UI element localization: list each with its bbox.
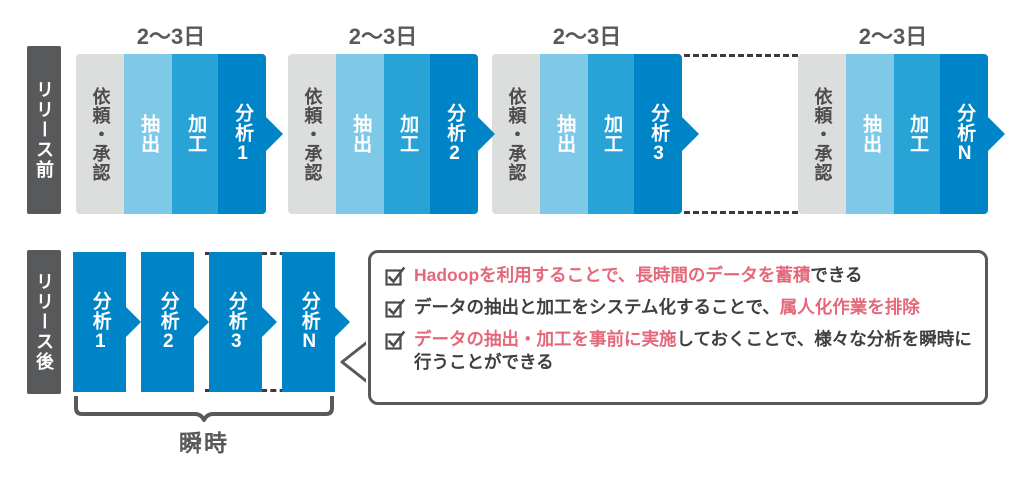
segment-process-n[interactable]: 加工 — [894, 54, 940, 214]
list-item: データの抽出と加工をシステム化することで、属人化作業を排除 — [385, 296, 973, 319]
segment-process-label: 加工 — [601, 114, 623, 154]
chevron-right-icon — [477, 116, 495, 152]
instant-brace — [74, 396, 334, 422]
analysis-block-label: 分析 — [225, 291, 247, 331]
segment-process-1[interactable]: 加工 — [172, 54, 218, 214]
segment-extract-2[interactable]: 抽出 — [336, 54, 384, 214]
stage-group-2: 依頼・承認 抽出 加工 分析 2 — [288, 54, 495, 214]
segment-analyze-3[interactable]: 分析 3 — [634, 54, 699, 214]
analysis-block-index: 3 — [225, 331, 247, 353]
chevron-right-icon — [335, 307, 350, 337]
top-row-continuation-dashes — [684, 54, 798, 214]
benefit-1-part-1: Hadoopを利用することで、長時間のデータを蓄積 — [414, 265, 811, 285]
segment-analyze-2[interactable]: 分析 2 — [430, 54, 495, 214]
row-label-after-release: リリース後 — [27, 250, 61, 394]
benefit-2-part-1: データの抽出と加工をシステム化することで、 — [414, 297, 780, 318]
benefit-3-part-2: しておくことで、様々な分析を瞬時に行うことができる — [414, 329, 972, 373]
analysis-block-label: 分析 — [298, 291, 320, 331]
benefit-3-part-1: データの抽出・加工を事前に実施 — [414, 329, 677, 350]
segment-extract-label: 抽出 — [138, 114, 160, 154]
row-label-before-release: リリース前 — [27, 46, 61, 214]
chevron-right-icon — [194, 307, 209, 337]
chevron-right-icon — [681, 116, 699, 152]
segment-process-label: 加工 — [185, 114, 207, 154]
duration-label-3: 2〜3日 — [552, 24, 622, 49]
list-item: データの抽出・加工を事前に実施しておくことで、様々な分析を瞬時に行うことができる — [385, 328, 973, 374]
analysis-block-index: N — [298, 331, 320, 353]
segment-extract-3[interactable]: 抽出 — [540, 54, 588, 214]
segment-process-label: 加工 — [397, 114, 419, 154]
analysis-block-label: 分析 — [157, 291, 179, 331]
segment-analyze-label: 分析 — [954, 103, 976, 143]
analysis-block-2[interactable]: 分析 2 — [141, 252, 194, 392]
benefit-1-part-2: できる — [810, 265, 863, 285]
chevron-right-icon — [265, 116, 283, 152]
segment-extract-n[interactable]: 抽出 — [846, 54, 894, 214]
benefit-2-part-2: 属人化作業を排除 — [779, 297, 920, 318]
analysis-block-label: 分析 — [89, 291, 111, 331]
segment-analyze-index: 2 — [444, 143, 466, 165]
list-item: Hadoopを利用することで、長時間のデータを蓄積できる — [385, 264, 973, 287]
benefit-text-1: Hadoopを利用することで、長時間のデータを蓄積できる — [414, 264, 863, 287]
segment-request-3[interactable]: 依頼・承認 — [492, 54, 540, 214]
segment-request-label: 依頼・承認 — [90, 86, 111, 182]
segment-request-n[interactable]: 依頼・承認 — [798, 54, 846, 214]
analysis-block-index: 1 — [89, 331, 111, 353]
segment-analyze-1[interactable]: 分析 1 — [218, 54, 283, 214]
segment-extract-1[interactable]: 抽出 — [124, 54, 172, 214]
checkbox-checked-icon — [385, 331, 405, 350]
segment-analyze-n[interactable]: 分析 N — [940, 54, 1005, 214]
segment-request-1[interactable]: 依頼・承認 — [76, 54, 124, 214]
chevron-right-icon — [126, 307, 141, 337]
stage-group-1: 依頼・承認 抽出 加工 分析 1 — [76, 54, 283, 214]
duration-label-2: 2〜3日 — [348, 24, 418, 49]
duration-label-1: 2〜3日 — [136, 24, 206, 49]
checkbox-checked-icon — [385, 267, 405, 286]
segment-process-2[interactable]: 加工 — [384, 54, 430, 214]
segment-process-label: 加工 — [907, 114, 929, 154]
segment-request-2[interactable]: 依頼・承認 — [288, 54, 336, 214]
segment-analyze-index: 1 — [232, 143, 254, 165]
callout-tail — [340, 338, 372, 386]
chevron-right-icon — [987, 116, 1005, 152]
benefits-list: Hadoopを利用することで、長時間のデータを蓄積できる データの抽出と加工をシ… — [385, 264, 973, 374]
segment-analyze-index: 3 — [648, 143, 670, 165]
segment-request-label: 依頼・承認 — [302, 86, 323, 182]
segment-analyze-label: 分析 — [444, 103, 466, 143]
analysis-block-index: 2 — [157, 331, 179, 353]
analysis-block-3[interactable]: 分析 3 — [209, 252, 262, 392]
chevron-right-icon — [262, 307, 277, 337]
checkbox-checked-icon — [385, 299, 405, 318]
benefit-text-3: データの抽出・加工を事前に実施しておくことで、様々な分析を瞬時に行うことができる — [414, 328, 973, 374]
segment-analyze-label: 分析 — [648, 103, 670, 143]
stage-group-n: 依頼・承認 抽出 加工 分析 N — [798, 54, 1005, 214]
segment-process-3[interactable]: 加工 — [588, 54, 634, 214]
segment-request-label: 依頼・承認 — [506, 86, 527, 182]
segment-extract-label: 抽出 — [554, 114, 576, 154]
benefit-text-2: データの抽出と加工をシステム化することで、属人化作業を排除 — [414, 296, 920, 319]
segment-extract-label: 抽出 — [860, 114, 882, 154]
duration-label-n: 2〜3日 — [858, 24, 928, 49]
stage-group-3: 依頼・承認 抽出 加工 分析 3 — [492, 54, 699, 214]
segment-extract-label: 抽出 — [350, 114, 372, 154]
segment-request-label: 依頼・承認 — [812, 86, 833, 182]
benefits-callout: Hadoopを利用することで、長時間のデータを蓄積できる データの抽出と加工をシ… — [368, 250, 988, 405]
instant-label: 瞬時 — [179, 430, 229, 456]
segment-analyze-label: 分析 — [232, 103, 254, 143]
analysis-block-1[interactable]: 分析 1 — [73, 252, 126, 392]
segment-analyze-index: N — [954, 143, 976, 165]
analysis-block-n[interactable]: 分析 N — [282, 252, 335, 392]
